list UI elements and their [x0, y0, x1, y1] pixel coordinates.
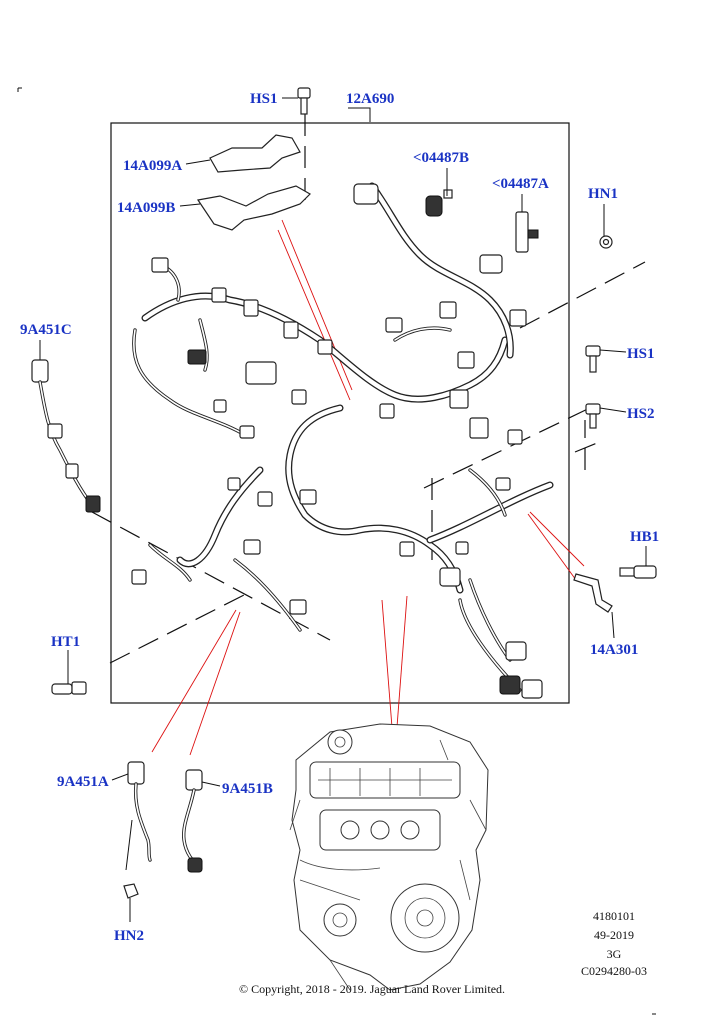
connector-04487B	[425, 189, 453, 217]
sensor-9A451A	[125, 761, 152, 871]
callout-04487A: <04487A	[492, 176, 549, 192]
nut-hn1	[599, 235, 613, 249]
engine-illustration	[289, 723, 489, 991]
callout-12A690: 12A690	[346, 91, 394, 107]
sensor-9A451B	[181, 769, 203, 873]
callout-leaders	[39, 97, 647, 922]
harness-frame	[110, 122, 570, 704]
callout-14A099B: 14A099B	[117, 200, 175, 216]
info-code-2: 49-2019	[594, 928, 634, 942]
info-block: 4180101 49-2019 3G C0294280-03	[581, 909, 647, 978]
bolt-hs1-top	[297, 87, 311, 115]
callout-hs1-top: HS1	[250, 91, 278, 107]
red-leaders	[151, 219, 585, 756]
callout-labels: HS1 12A690 14A099A 14A099B <04487B <0448…	[20, 91, 659, 944]
corner-mark	[17, 87, 22, 92]
connector-04487A	[515, 211, 539, 253]
copyright-notice: © Copyright, 2018 - 2019. Jaguar Land Ro…	[239, 982, 505, 996]
nut-hn2	[123, 883, 139, 899]
callout-9A451B: 9A451B	[222, 781, 273, 797]
main-wiring-harness	[131, 182, 554, 699]
bolt-hs2	[585, 403, 601, 429]
callout-14A301: 14A301	[590, 642, 638, 658]
sensor-9A451C	[31, 359, 101, 513]
callout-hn2: HN2	[114, 928, 144, 944]
bolt-hs1-right	[585, 345, 601, 373]
info-code-3: 3G	[607, 947, 622, 961]
info-code-1: 4180101	[593, 909, 635, 923]
bracket-14A301	[573, 573, 613, 613]
info-code-4: C0294280-03	[581, 964, 647, 978]
callout-hn1: HN1	[588, 186, 618, 202]
bracket-14A099B	[196, 185, 311, 231]
sensor-ht1	[51, 681, 87, 695]
bracket-14A099A	[209, 134, 301, 173]
bolt-hb1	[619, 565, 657, 579]
callout-hs1-right: HS1	[627, 346, 655, 362]
callout-ht1: HT1	[51, 634, 80, 650]
callout-14A099A: 14A099A	[123, 158, 182, 174]
callout-9A451C: 9A451C	[20, 322, 72, 338]
callout-9A451A: 9A451A	[57, 774, 109, 790]
callout-hs2: HS2	[627, 406, 655, 422]
callout-hb1: HB1	[630, 529, 659, 545]
callout-04487B: <04487B	[413, 150, 469, 166]
